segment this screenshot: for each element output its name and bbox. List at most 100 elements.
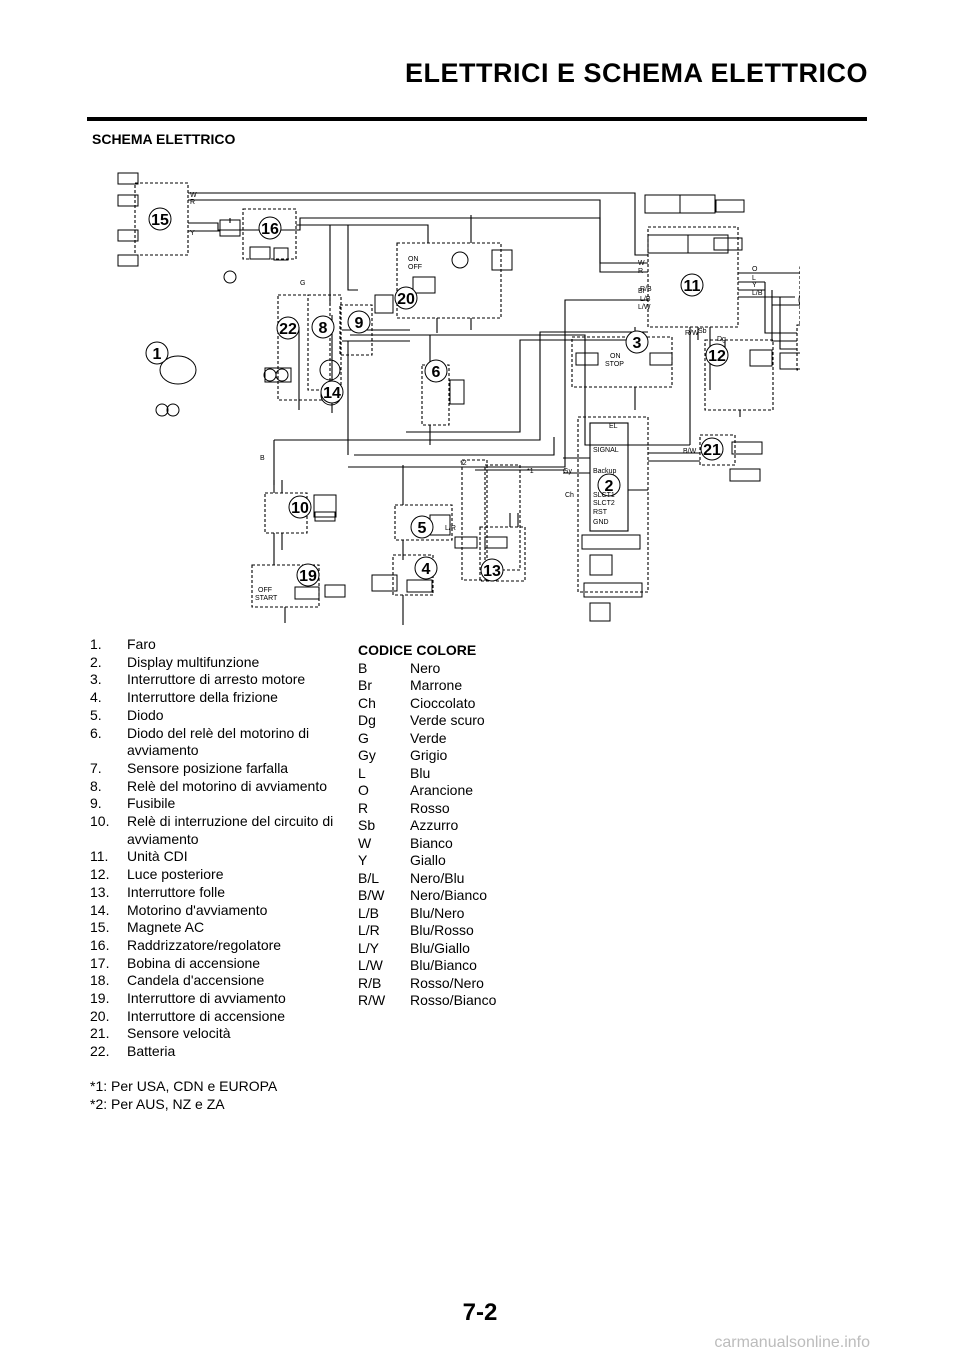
legend-item: 6.Diodo del relè del motorino di avviame… (90, 724, 310, 759)
callout-14: 14 (320, 380, 344, 404)
svg-text:5: 5 (418, 520, 427, 537)
callout-19: 19 (296, 563, 320, 587)
callout-5: 5 (410, 515, 434, 539)
svg-text:1: 1 (153, 346, 162, 363)
start-start-label: START (255, 595, 278, 602)
wire-label-r: R (190, 199, 195, 206)
page-number: 7-2 (462, 1299, 498, 1326)
legend-item: 20.Interruttore di accensione (90, 1007, 285, 1024)
svg-text:3: 3 (633, 335, 642, 352)
legend-item: 19.Interruttore di avviamento (90, 990, 286, 1007)
wiring-diagram: 15 16 22 8 9 20 1 14 6 11 3 12 18 17 7 2… (117, 172, 800, 625)
svg-text:9: 9 (355, 315, 364, 332)
callout-20: 20 (394, 286, 418, 310)
svg-text:19: 19 (299, 568, 317, 585)
callout-8: 8 (311, 315, 335, 339)
color-code-title: CODICE COLORE (358, 642, 477, 658)
legend-item: 12.Luce posteriore (90, 866, 224, 883)
display-label-el: EL (609, 423, 618, 430)
wire-label-g: G (300, 280, 305, 287)
wire-label-lr: L/R (445, 525, 456, 532)
legend-item: 13.Interruttore folle (90, 883, 226, 900)
svg-text:15: 15 (151, 212, 169, 229)
legend-item: 3.Interruttore di arresto motore (90, 671, 306, 688)
wire-label-rw: Gy (563, 468, 572, 475)
display-label-slct2: SLCT2 (593, 500, 615, 507)
callout-6: 6 (424, 359, 448, 383)
wire-label-bw: B/W (683, 448, 697, 455)
display-label-slct1: SLCT1 (593, 492, 615, 499)
callout-9: 9 (347, 310, 371, 334)
wire-label-w: W (190, 192, 197, 199)
wire-label-sb: Sb (698, 328, 707, 335)
wire-label-ch: Ch (565, 492, 574, 499)
legend-item: 5.Diodo (90, 706, 164, 723)
svg-text:16: 16 (261, 221, 279, 238)
svg-text:6: 6 (432, 364, 441, 381)
footnotes: *1: Per USA, CDN e EUROPA *2: Per AUS, N… (90, 1078, 277, 1113)
wire-label-lb: L/B (640, 296, 651, 303)
callout-12: 12 (705, 343, 729, 367)
legend-item: 8.Relè del motorino di avviamento (90, 777, 327, 794)
legend-item: 11.Unità CDI (90, 848, 188, 865)
wire-label-l: L (752, 275, 756, 282)
wire-label-w-cdi: W (638, 260, 645, 267)
stop-on-label: ON (610, 353, 621, 360)
callout-13: 13 (480, 558, 504, 582)
display-label-rst: RST (593, 509, 608, 516)
legend-item: 17.Bobina di accensione (90, 954, 261, 971)
svg-text:13: 13 (483, 563, 501, 580)
legend-item: 18.Candela d'accensione (90, 972, 265, 989)
svg-text:4: 4 (422, 561, 431, 578)
wire-label-y-cdi: Y (752, 282, 757, 289)
footnote-2-mark: *2 (460, 460, 467, 467)
wire-label-y: Y (190, 230, 195, 237)
legend-item: 16.Raddrizzatore/regolatore (90, 936, 282, 953)
svg-text:22: 22 (279, 321, 297, 338)
wire-label-bl: L/B (752, 290, 763, 297)
svg-text:21: 21 (703, 442, 721, 459)
wire-label-lw: L/W (638, 304, 651, 311)
svg-text:2: 2 (605, 478, 614, 495)
callout-1: 1 (145, 341, 169, 365)
svg-text:14: 14 (323, 385, 341, 402)
callout-16: 16 (258, 216, 282, 240)
callout-15: 15 (148, 207, 172, 231)
callout-10: 10 (288, 495, 312, 519)
ignition-on-label: ON (408, 256, 419, 263)
legend-item: 15.Magnete AC (90, 919, 205, 936)
legend-item: 1.Faro (90, 636, 156, 652)
legend-item: 22.Batteria (90, 1043, 176, 1060)
callout-4: 4 (414, 556, 438, 580)
component-legend: 1.Faro 2.Display multifunzione 3.Interru… (90, 636, 352, 1061)
header-rule (87, 117, 867, 121)
callout-22: 22 (276, 316, 300, 340)
legend-item: 4.Interruttore della frizione (90, 689, 278, 706)
legend-item: 9.Fusibile (90, 795, 176, 812)
wire-label-rb: R/B (640, 286, 652, 293)
svg-text:20: 20 (397, 291, 415, 308)
wire-label-dg: Dg (717, 336, 726, 343)
callout-2: 2 (597, 473, 621, 497)
callout-21: 21 (700, 437, 724, 461)
wire-label-o: O (752, 266, 758, 273)
footnote-2: *2: Per AUS, NZ e ZA (90, 1095, 225, 1112)
display-label-backup: Backup (593, 468, 616, 475)
start-off-label: OFF (258, 587, 272, 594)
display-label-signal: SIGNAL (593, 447, 619, 454)
legend-item: 10.Relè di interruzione del circuito di … (90, 813, 334, 847)
